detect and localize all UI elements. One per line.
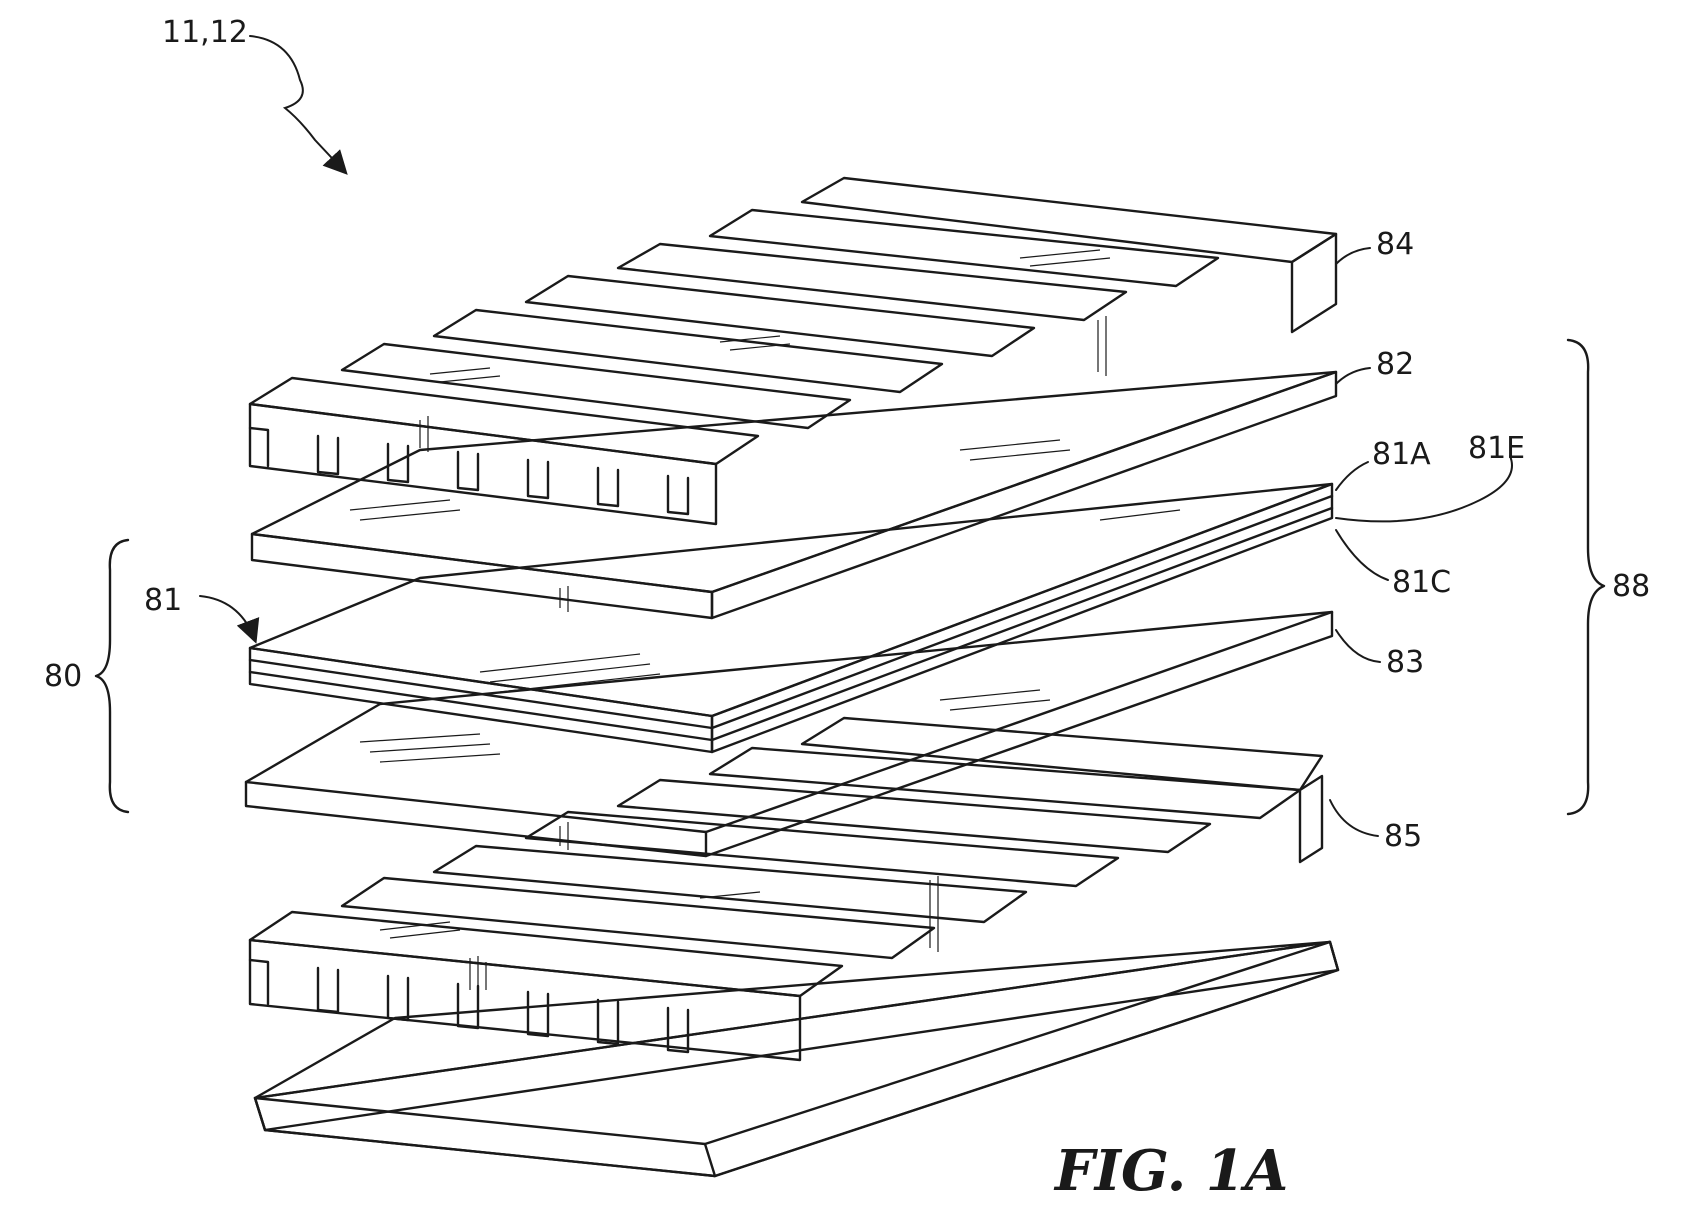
label-81c: 81C — [1392, 565, 1451, 600]
upper-flow-field-plate — [250, 178, 1336, 524]
label-81: 81 — [144, 583, 182, 618]
reference-labels: 11,12 84 82 81A 81E 81C 81 80 83 85 88 — [44, 15, 1650, 854]
label-81e: 81E — [1468, 431, 1525, 466]
membrane-electrode-assembly — [250, 484, 1332, 752]
lower-flow-field-plate — [250, 718, 1322, 1060]
label-80: 80 — [44, 659, 82, 694]
label-84: 84 — [1376, 227, 1414, 262]
leader-lines — [200, 36, 1512, 836]
label-81a: 81A — [1372, 437, 1431, 472]
label-88: 88 — [1612, 569, 1650, 604]
upper-gasket-plate — [252, 372, 1336, 618]
brace-80 — [96, 540, 128, 812]
figure-caption: FIG. 1A — [1053, 1138, 1288, 1204]
label-85: 85 — [1384, 819, 1422, 854]
label-82: 82 — [1376, 347, 1414, 382]
label-83: 83 — [1386, 645, 1424, 680]
label-11-12: 11,12 — [162, 15, 248, 50]
brace-88 — [1568, 340, 1604, 814]
